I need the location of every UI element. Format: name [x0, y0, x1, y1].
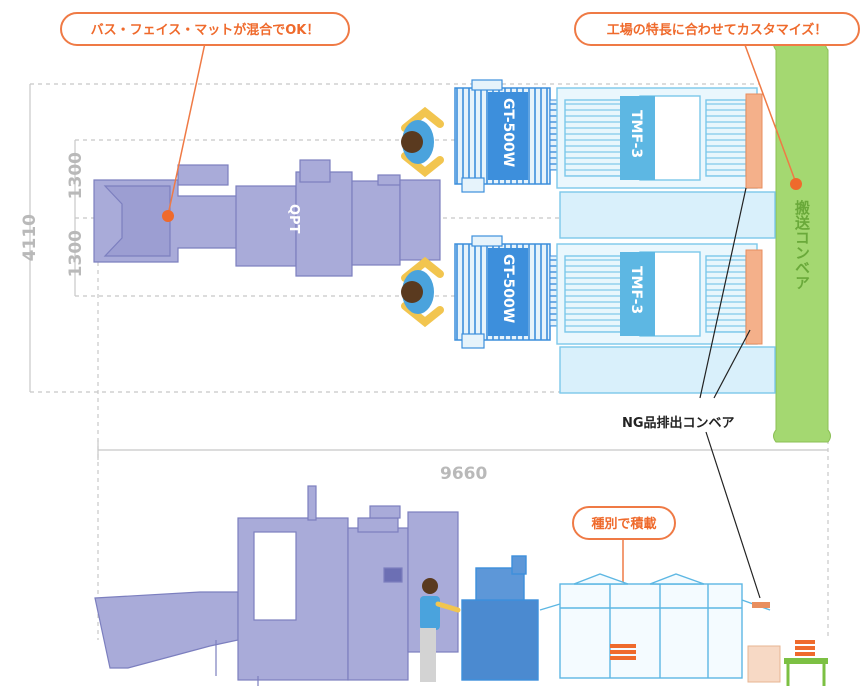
label-tmf3-upper: TMF-3	[628, 110, 644, 159]
operator-upper	[401, 106, 444, 178]
folder-lower	[454, 235, 561, 349]
stacker-lower	[556, 243, 776, 394]
operator-side	[420, 578, 461, 682]
callout-sort-stack: 種別で積載	[572, 506, 676, 540]
qpt-side	[94, 485, 459, 686]
side-carts	[747, 645, 828, 686]
ng-conveyor-strips	[745, 93, 763, 345]
label-transfer-conveyor: 搬送コンベア	[793, 200, 811, 290]
stacker-side	[539, 573, 771, 679]
folder-upper	[454, 79, 561, 193]
folder-side	[461, 555, 539, 681]
label-tmf3-lower: TMF-3	[628, 266, 644, 315]
label-gt500w-lower: GT-500W	[500, 254, 516, 324]
label-ng-conveyor: NG品排出コンベア	[622, 416, 735, 431]
stacker-upper	[556, 87, 776, 239]
stack-icons	[610, 602, 815, 660]
operator-lower	[401, 256, 444, 328]
qpt-feeder	[93, 159, 441, 277]
label-qpt: QPT	[286, 204, 301, 234]
dimension-lower-lane: 1300	[66, 230, 86, 278]
ng-leaders	[699, 187, 761, 599]
dimension-total-width: 9660	[440, 464, 488, 484]
dimension-total-height: 4110	[20, 214, 40, 262]
label-gt500w-upper: GT-500W	[500, 98, 516, 168]
dimension-upper-lane: 1300	[66, 152, 86, 200]
callout-customize: 工場の特長に合わせてカスタマイズ！	[574, 12, 860, 46]
callout-mixed: バス・フェイス・マットが混合でOK！	[60, 12, 350, 46]
